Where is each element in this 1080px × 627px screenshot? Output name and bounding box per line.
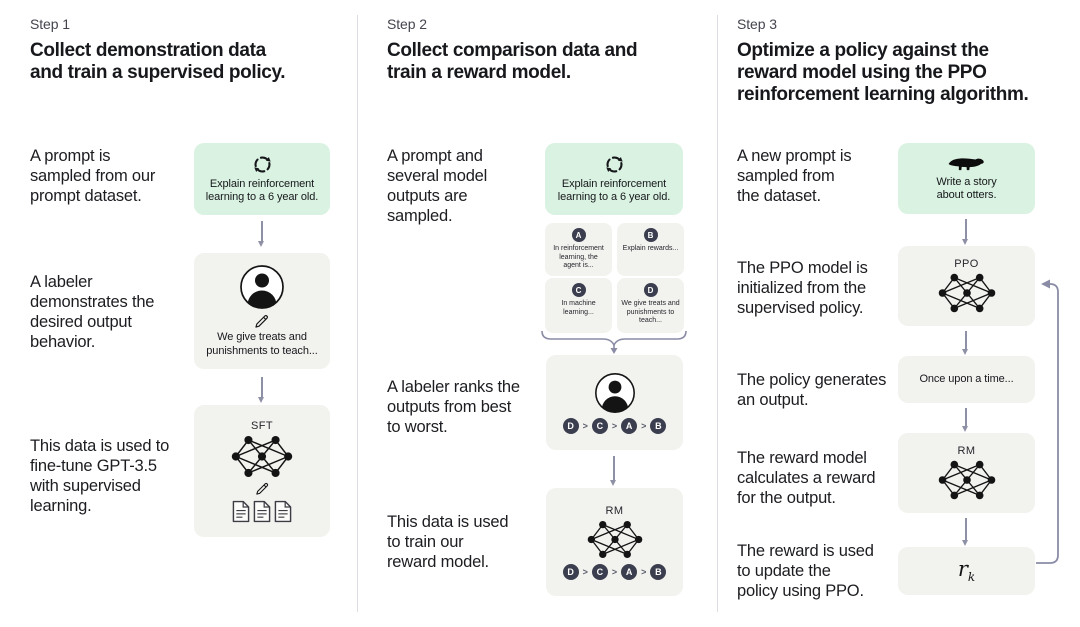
step1-title: Collect demonstration data and train a s… bbox=[30, 40, 286, 83]
neural-network-icon bbox=[938, 272, 996, 314]
step3-title: Optimize a policy against the reward mod… bbox=[737, 40, 1029, 105]
step1-prompt-text: Explain reinforcement learning to a 6 ye… bbox=[205, 177, 319, 204]
step3-annotation-generates: The policy generates an output. bbox=[737, 371, 887, 409]
down-arrow bbox=[258, 377, 264, 403]
down-arrow bbox=[258, 221, 264, 247]
step2-label: Step 2 bbox=[387, 16, 427, 32]
step1-demonstration-text: We give treats and punishments to teach.… bbox=[206, 331, 318, 357]
step1-annotation-labeler: A labeler demonstrates the desired outpu… bbox=[30, 273, 155, 351]
down-arrow bbox=[962, 219, 968, 245]
step1-labeler-box: We give treats and punishments to teach.… bbox=[194, 253, 330, 369]
step3-output-box: Once upon a time... bbox=[898, 356, 1035, 403]
badge-d: D bbox=[643, 283, 658, 297]
down-arrow bbox=[962, 408, 968, 432]
step3-output-text: Once upon a time... bbox=[919, 372, 1014, 385]
step1-prompt-box: Explain reinforcement learning to a 6 ye… bbox=[194, 143, 330, 215]
reward-symbol: rk bbox=[957, 557, 976, 585]
step3-prompt-box: Write a story about otters. bbox=[898, 143, 1035, 214]
step2-rm-model-box: RM D > C > A > B bbox=[546, 488, 683, 596]
step2-prompt-box: Explain reinforcement learning to a 6 ye… bbox=[545, 143, 683, 215]
step3-annotation-reward-calc: The reward model calculates a reward for… bbox=[737, 449, 876, 507]
output-box-d: D We give treats and punishments to teac… bbox=[617, 278, 684, 333]
step1-label: Step 1 bbox=[30, 16, 70, 32]
output-box-c: C In machine learning... bbox=[545, 278, 612, 333]
step2-annotation-train-rm: This data is used to train our reward mo… bbox=[387, 513, 509, 571]
output-box-b: B Explain rewards... bbox=[617, 223, 684, 276]
feedback-loop-arrow bbox=[1036, 279, 1059, 564]
pencil-icon bbox=[255, 481, 270, 496]
ranking-row: D > C > A > B bbox=[562, 417, 667, 434]
step1-annotation-prompt: A prompt is sampled from our prompt data… bbox=[30, 147, 156, 205]
person-icon bbox=[594, 372, 636, 414]
refresh-icon bbox=[252, 154, 273, 175]
step3-annotation-new-prompt: A new prompt is sampled from the dataset… bbox=[737, 147, 852, 205]
badge-c: C bbox=[571, 283, 586, 297]
person-icon bbox=[239, 264, 285, 310]
ppo-label: PPO bbox=[954, 258, 979, 270]
neural-network-icon bbox=[587, 519, 643, 560]
ranking-row: D > C > A > B bbox=[562, 563, 667, 580]
rm-label: RM bbox=[957, 445, 976, 457]
badge-a: A bbox=[571, 228, 586, 242]
down-arrow bbox=[962, 518, 968, 546]
step2-prompt-text: Explain reinforcement learning to a 6 ye… bbox=[557, 177, 671, 204]
neural-network-icon bbox=[231, 434, 293, 479]
neural-network-icon bbox=[938, 459, 996, 501]
refresh-icon bbox=[604, 154, 625, 175]
documents-icon bbox=[232, 500, 292, 523]
step3-annotation-update-policy: The reward is used to update the policy … bbox=[737, 542, 874, 600]
step3-reward-box: rk bbox=[898, 547, 1035, 595]
step3-annotation-ppo-init: The PPO model is initialized from the su… bbox=[737, 259, 868, 317]
step3-label: Step 3 bbox=[737, 16, 777, 32]
step2-title: Collect comparison data and train a rewa… bbox=[387, 40, 638, 83]
step3-ppo-model-box: PPO bbox=[898, 246, 1035, 326]
step3-rm-model-box: RM bbox=[898, 433, 1035, 513]
step2-annotation-sampled: A prompt and several model outputs are s… bbox=[387, 147, 488, 225]
down-arrow bbox=[962, 331, 968, 355]
badge-b: B bbox=[643, 228, 658, 242]
step1-sft-model-box: SFT bbox=[194, 405, 330, 537]
output-box-a: A In reinforcement learning, the agent i… bbox=[545, 223, 612, 276]
pencil-icon bbox=[254, 313, 270, 329]
brace-connector bbox=[541, 330, 687, 354]
otter-icon bbox=[948, 155, 986, 173]
step2-annotation-ranks: A labeler ranks the outputs from best to… bbox=[387, 378, 520, 436]
rm-label: RM bbox=[605, 504, 624, 517]
step3-prompt-text: Write a story about otters. bbox=[936, 175, 997, 202]
down-arrow bbox=[610, 456, 616, 486]
column-divider-1 bbox=[357, 15, 358, 612]
step2-labeler-box: D > C > A > B bbox=[546, 355, 683, 450]
step1-annotation-finetune: This data is used to fine-tune GPT-3.5 w… bbox=[30, 437, 170, 515]
sft-label: SFT bbox=[251, 419, 273, 432]
column-divider-2 bbox=[717, 15, 718, 612]
